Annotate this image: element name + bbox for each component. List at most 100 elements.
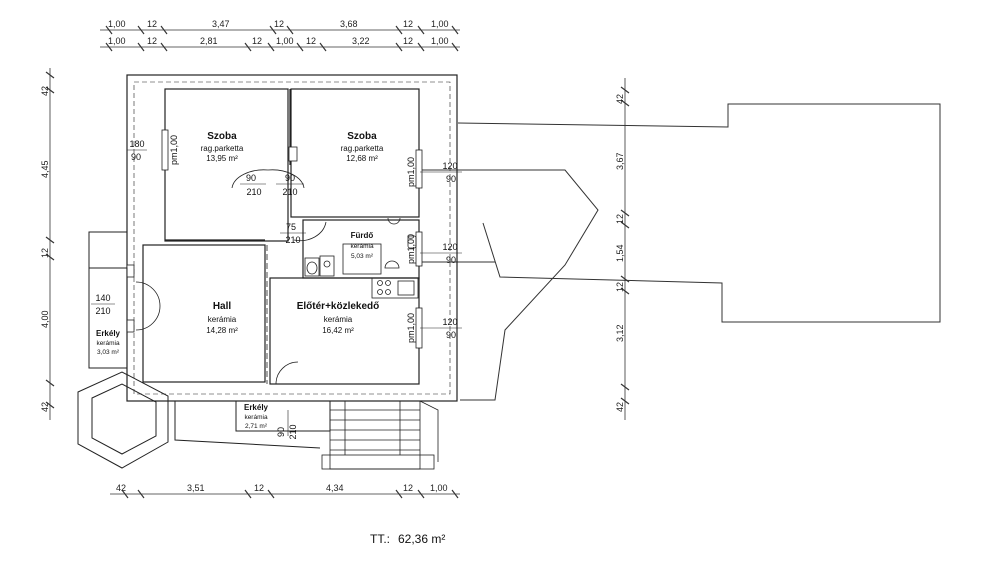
dim-label: 2,81 (200, 36, 218, 46)
total-area-label: TT.: (370, 532, 390, 546)
top-dimension-row-2: 1,00 12 2,81 12 1,00 12 3,22 12 1,00 (108, 36, 449, 46)
dim-label: 12 (403, 36, 413, 46)
bottom-dimension-lines (110, 489, 460, 499)
right-window-3-width: 120 (442, 317, 457, 327)
dim-label: 12 (403, 483, 413, 493)
room-floor: kerámia (208, 315, 237, 324)
room-name: Erkély (244, 403, 269, 412)
dim-label: 4,00 (40, 310, 50, 328)
window-marks (126, 129, 423, 349)
right-window-3-height: 90 (446, 330, 456, 340)
bay-and-balcony (77, 231, 169, 469)
bottom-dimension-row: 42 3,51 12 4,34 12 1,00 (116, 483, 448, 493)
room-floor: kerámia (96, 340, 120, 347)
room-area: 14,28 m² (206, 326, 238, 335)
room-hall: Hall kerámia 14,28 m² (206, 301, 238, 335)
room-szoba-1: Szoba rag.parketta 13,95 m² (201, 131, 244, 163)
room-erkely-1: Erkély kerámia 3,03 m² (96, 329, 121, 356)
staircase (321, 400, 439, 470)
room-floor: rag.parketta (201, 144, 244, 153)
left-window-width: 180 (129, 139, 144, 149)
left-window-height: 90 (131, 152, 141, 162)
dim-label: 1,54 (615, 244, 625, 262)
dim-label: 42 (116, 483, 126, 493)
room-name: Fürdő (351, 231, 374, 240)
bathroom-fixtures (304, 217, 417, 277)
room-floor: rag.parketta (341, 144, 384, 153)
szoba2-door-height: 210 (282, 187, 297, 197)
room-name: Erkély (96, 329, 121, 338)
sill-label: pm1,00 (169, 135, 179, 165)
dim-label: 1,00 (108, 36, 126, 46)
right-window-2-width: 120 (442, 242, 457, 252)
room-area: 12,68 m² (346, 154, 378, 163)
dim-label: 12 (615, 282, 625, 292)
right-window-2-height: 90 (446, 255, 456, 265)
sill-label: pm1,00 (406, 313, 416, 343)
dim-label: 3,47 (212, 19, 230, 29)
room-name: Előtér+közlekedő (297, 301, 380, 312)
room-erkely-2: Erkély kerámia 2,71 m² (244, 403, 269, 430)
dim-label: 3,68 (340, 19, 358, 29)
right-window-1-height: 90 (446, 174, 456, 184)
dim-label: 12 (40, 248, 50, 258)
dim-label: 42 (615, 94, 625, 104)
room-area: 13,95 m² (206, 154, 238, 163)
dim-label: 1,00 (430, 483, 448, 493)
hall-door-height: 210 (95, 306, 110, 316)
dim-label: 3,22 (352, 36, 370, 46)
dim-label: 1,00 (108, 19, 126, 29)
sill-height-labels: pm1,00 pm1,00 pm1,00 pm1,00 (169, 135, 416, 343)
dim-label: 4,45 (40, 160, 50, 178)
dim-label: 12 (403, 19, 413, 29)
dim-label: 42 (615, 402, 625, 412)
right-dimension-column: 42 3,67 12 1,54 12 3,12 42 (615, 94, 625, 412)
dim-label: 12 (615, 214, 625, 224)
kitchen-unit (371, 277, 419, 299)
dim-label: 42 (40, 86, 50, 96)
dim-label: 3,12 (615, 324, 625, 342)
dim-label: 12 (254, 483, 264, 493)
dim-label: 12 (147, 19, 157, 29)
room-floor: kerámia (350, 243, 374, 250)
dim-label: 12 (147, 36, 157, 46)
furdo-door-width: 75 (286, 222, 296, 232)
right-window-1-width: 120 (442, 161, 457, 171)
room-area: 3,03 m² (97, 349, 120, 356)
room-floor: kerámia (324, 315, 353, 324)
dim-label: 3,67 (615, 152, 625, 170)
total-area: TT.: 62,36 m² (370, 532, 445, 546)
door-swings (135, 169, 327, 385)
room-name: Szoba (207, 131, 237, 142)
room-area: 5,03 m² (351, 253, 374, 260)
left-dimension-column: 42 4,45 12 4,00 42 (40, 86, 50, 412)
sill-label: pm1,00 (406, 234, 416, 264)
dim-label: 1,00 (431, 19, 449, 29)
room-area: 2,71 m² (245, 423, 268, 430)
room-floor: kerámia (244, 414, 268, 421)
szoba1-door-height: 210 (246, 187, 261, 197)
sill-label: pm1,00 (406, 157, 416, 187)
right-dimension-lines (620, 78, 630, 420)
szoba2-door-width: 90 (285, 173, 295, 183)
terrain-outline (420, 103, 941, 401)
dim-label: 42 (40, 402, 50, 412)
room-szoba-2: Szoba rag.parketta 12,68 m² (341, 131, 384, 163)
dim-label: 12 (274, 19, 284, 29)
room-furdo: Fürdő kerámia 5,03 m² (350, 231, 374, 260)
balcony-front (174, 400, 331, 449)
top-dimension-row-1: 1,00 12 3,47 12 3,68 12 1,00 (108, 19, 449, 29)
szoba1-door-width: 90 (246, 173, 256, 183)
top-dimension-lines (100, 25, 460, 52)
room-name: Hall (213, 301, 232, 312)
total-area-value: 62,36 m² (398, 532, 445, 546)
opening-labels: 180 90 90 210 90 210 75 210 140 210 90 2… (91, 139, 462, 440)
room-area: 16,42 m² (322, 326, 354, 335)
hall-door-width: 140 (95, 293, 110, 303)
dim-label: 1,00 (276, 36, 294, 46)
dim-label: 1,00 (431, 36, 449, 46)
room-eloter: Előtér+közlekedő kerámia 16,42 m² (297, 301, 380, 335)
entry-door-width: 90 (276, 427, 286, 437)
dim-label: 12 (306, 36, 316, 46)
